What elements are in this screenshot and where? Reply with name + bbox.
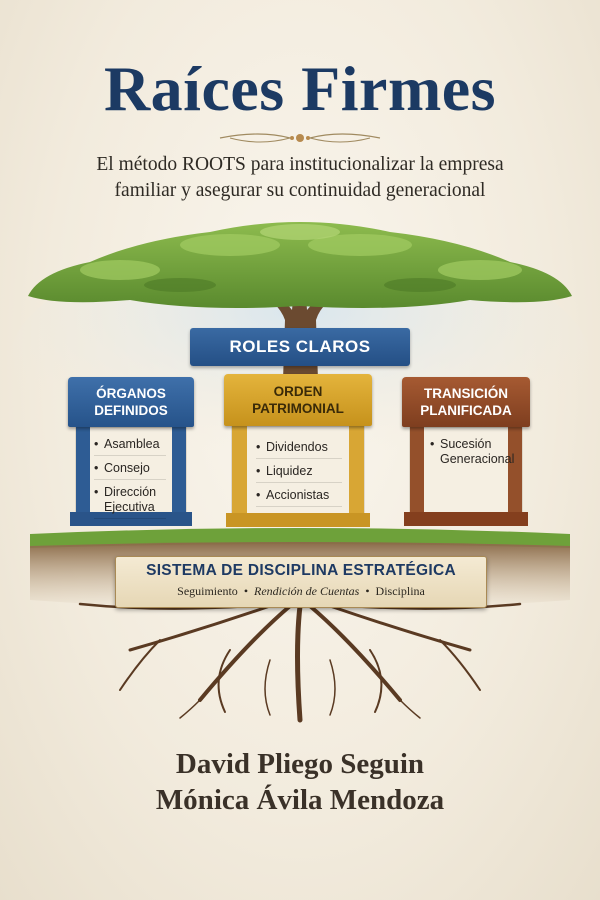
- pillar-orden-header: ORDEN PATRIMONIAL: [224, 374, 372, 426]
- tree-roots: [78, 602, 522, 723]
- author-1: David Pliego Seguin: [175, 748, 425, 780]
- tree-canopy: [28, 222, 572, 308]
- foundation-item: Rendición de Cuentas: [254, 584, 360, 598]
- pillar-organos-list: Asamblea Consejo Dirección Ejecutiva: [94, 437, 166, 524]
- book-title: Raíces Firmes: [103, 53, 497, 124]
- list-item: Asamblea: [94, 437, 166, 456]
- foundation-separator: •: [365, 584, 370, 598]
- foundation-title: SISTEMA DE DISCIPLINA ESTRATÉGICA: [146, 562, 456, 579]
- pillar-orden-list: Dividendos Liquidez Accionistas: [256, 440, 342, 512]
- foundation-item: Seguimiento: [177, 584, 238, 598]
- list-item: Dirección Ejecutiva: [94, 485, 166, 519]
- roles-banner: ROLES CLAROS: [190, 328, 410, 366]
- list-item: Consejo: [94, 461, 166, 480]
- foundation-items: Seguimiento • Rendición de Cuentas • Dis…: [116, 584, 486, 599]
- pillar-transicion-list: Sucesión Generacional: [430, 437, 514, 475]
- subtitle-line-2: familiar y asegurar su continuidad gener…: [114, 180, 486, 201]
- foundation-separator: •: [243, 584, 249, 598]
- pillar-organos-header: ÓRGANOS DEFINIDOS: [68, 377, 194, 427]
- list-item: Liquidez: [256, 464, 342, 483]
- pillar-transicion-title-1: TRANSICIÓN: [424, 386, 508, 401]
- pillar-orden-title-1: ORDEN: [273, 384, 323, 399]
- pillar-orden-title-2: PATRIMONIAL: [252, 401, 344, 416]
- foundation-item: Disciplina: [375, 584, 425, 598]
- list-item: Accionistas: [256, 488, 342, 507]
- foundation-plaque: SISTEMA DE DISCIPLINA ESTRATÉGICA Seguim…: [115, 556, 487, 608]
- author-2: Mónica Ávila Mendoza: [155, 784, 445, 816]
- subtitle-line-1: El método ROOTS para institucionalizar l…: [96, 154, 504, 175]
- book-subtitle: El método ROOTS para institucionalizar l…: [40, 152, 560, 204]
- ornament-divider: [219, 133, 381, 143]
- pillar-organos-title-2: DEFINIDOS: [94, 403, 168, 418]
- pillar-transicion-title-2: PLANIFICADA: [420, 403, 512, 418]
- list-item: Sucesión Generacional: [430, 437, 514, 470]
- pillar-transicion-header: TRANSICIÓN PLANIFICADA: [402, 377, 530, 427]
- list-item: Dividendos: [256, 440, 342, 459]
- pillar-organos-title-1: ÓRGANOS: [96, 386, 166, 401]
